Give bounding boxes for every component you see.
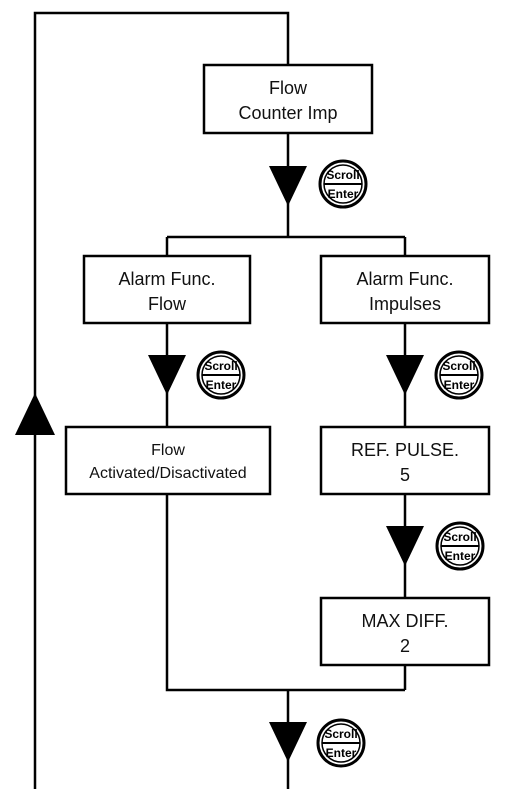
scroll-label: Scroll [443, 530, 476, 544]
scroll-label: Scroll [326, 168, 359, 182]
box-alarm-impulses-line1: Alarm Func. [356, 269, 453, 289]
box-ref-pulse: REF. PULSE. 5 [319, 425, 491, 496]
enter-label: Enter [206, 378, 237, 392]
scroll-enter-button-5: Scroll Enter [316, 718, 366, 768]
enter-label: Enter [445, 549, 476, 563]
box-alarm-impulses-line2: Impulses [369, 294, 441, 314]
box-alarm-flow-line1: Alarm Func. [118, 269, 215, 289]
enter-label: Enter [326, 746, 357, 760]
box-alarm-flow-line2: Flow [148, 294, 187, 314]
scroll-enter-button-1: Scroll Enter [318, 159, 368, 209]
box-max-diff-line2: 2 [400, 636, 410, 656]
scroll-enter-button-4: Scroll Enter [435, 521, 485, 571]
box-ref-pulse-line1: REF. PULSE. [351, 440, 459, 460]
enter-label: Enter [444, 378, 475, 392]
arrow-up-loop [15, 393, 55, 435]
arrow-down-left [148, 355, 186, 395]
box-max-diff: MAX DIFF. 2 [319, 596, 491, 667]
scroll-label: Scroll [324, 727, 357, 741]
arrow-down-bottom [269, 722, 307, 762]
arrow-down-right-2 [386, 526, 424, 566]
scroll-label: Scroll [204, 359, 237, 373]
box-ref-pulse-line2: 5 [400, 465, 410, 485]
arrow-down-right [386, 355, 424, 395]
box-flow-counter-line1: Flow [269, 78, 308, 98]
arrow-down-1 [269, 166, 307, 206]
enter-label: Enter [328, 187, 359, 201]
box-flow-activated: Flow Activated/Disactivated [64, 425, 272, 496]
box-alarm-func-flow: Alarm Func. Flow [82, 254, 252, 325]
box-flow-counter-imp: Flow Counter Imp [202, 63, 374, 135]
scroll-enter-button-3: Scroll Enter [434, 350, 484, 400]
box-flow-activated-line1: Flow [151, 442, 185, 459]
box-flow-activated-line2: Activated/Disactivated [89, 465, 246, 482]
connector-left-2 [165, 494, 405, 692]
scroll-enter-button-2: Scroll Enter [196, 350, 246, 400]
box-max-diff-line1: MAX DIFF. [361, 611, 448, 631]
box-flow-counter-line2: Counter Imp [238, 103, 337, 123]
scroll-label: Scroll [442, 359, 475, 373]
box-alarm-func-impulses: Alarm Func. Impulses [319, 254, 491, 325]
